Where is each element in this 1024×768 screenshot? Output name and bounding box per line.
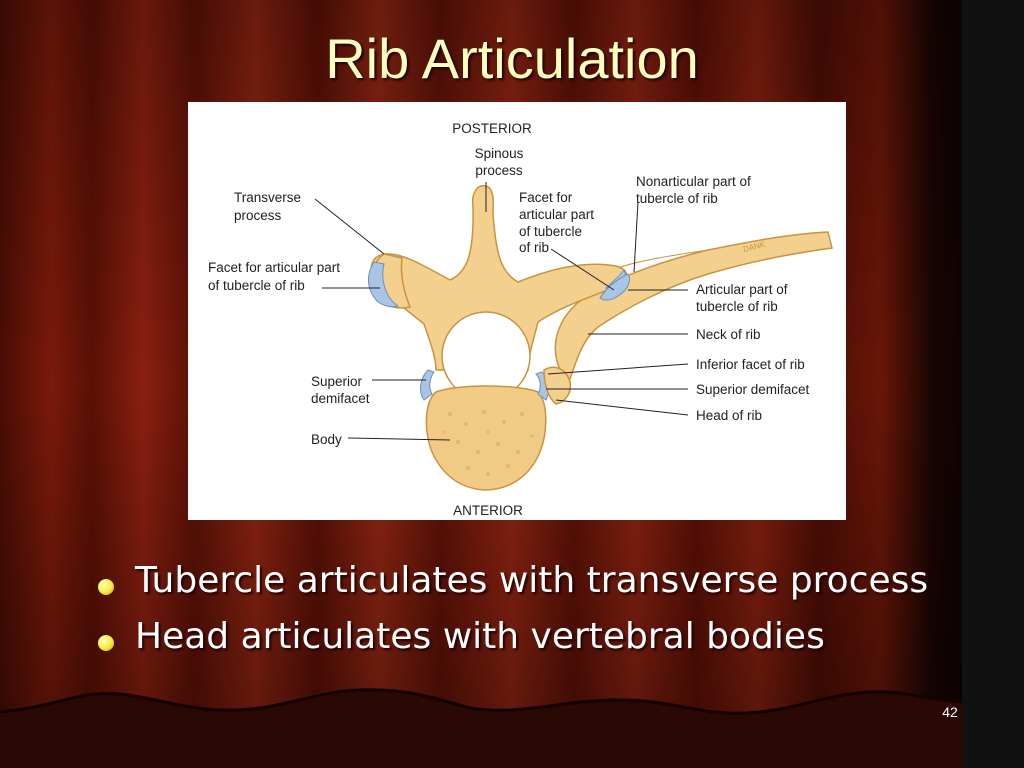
bullet-text: Tubercle articulates with transverse pro… <box>135 560 929 601</box>
slide-title: Rib Articulation <box>325 27 699 90</box>
bullet-text: Head articulates with vertebral bodies <box>135 616 825 657</box>
neck-label: Neck of rib <box>696 327 761 342</box>
superior-demifacet-right-label: Superior demifacet <box>696 382 810 397</box>
left-transverse-facet-shape <box>368 261 400 308</box>
articular-part-label-2: tubercle of rib <box>696 299 778 314</box>
articular-part-label-1: Articular part of <box>696 282 788 297</box>
nonarticular-label-2: tubercle of rib <box>636 191 718 206</box>
facet-left-label-2: of tubercle of rib <box>208 278 305 293</box>
facet-center-label-3: of tubercle <box>519 224 582 239</box>
nonarticular-label-1: Nonarticular part of <box>636 174 751 189</box>
superior-demifacet-left-label-2: demifacet <box>311 391 370 406</box>
bullet-dot-icon <box>98 579 114 595</box>
facet-center-label-4: of rib <box>519 240 549 255</box>
vertebral-body-shape <box>425 385 547 491</box>
transverse-label-1: Transverse <box>234 190 301 205</box>
posterior-label: POSTERIOR <box>452 121 532 136</box>
body-label: Body <box>311 432 342 447</box>
facet-center-label-1: Facet for <box>519 190 573 205</box>
bullet-dot-icon <box>98 635 114 651</box>
transverse-label-2: process <box>234 208 282 223</box>
rib-tubercle-facet-shape <box>599 273 631 301</box>
slide-number: 42 <box>942 704 958 720</box>
spinous-label-1: Spinous <box>475 146 524 161</box>
inferior-facet-label: Inferior facet of rib <box>696 357 805 372</box>
bullet-item: Head articulates with vertebral bodies <box>98 616 978 672</box>
anterior-label: ANTERIOR <box>453 503 523 518</box>
head-label: Head of rib <box>696 408 762 423</box>
facet-center-label-2: articular part <box>519 207 594 222</box>
facet-left-label-1: Facet for articular part <box>208 260 340 275</box>
spinous-label-2: process <box>475 163 523 178</box>
superior-demifacet-left-label-1: Superior <box>311 374 363 389</box>
bullet-list: Tubercle articulates with transverse pro… <box>98 560 978 672</box>
bullet-item: Tubercle articulates with transverse pro… <box>98 560 978 616</box>
vertebra-rib-diagram: POSTERIOR ANTERIOR DANK <box>188 102 846 520</box>
